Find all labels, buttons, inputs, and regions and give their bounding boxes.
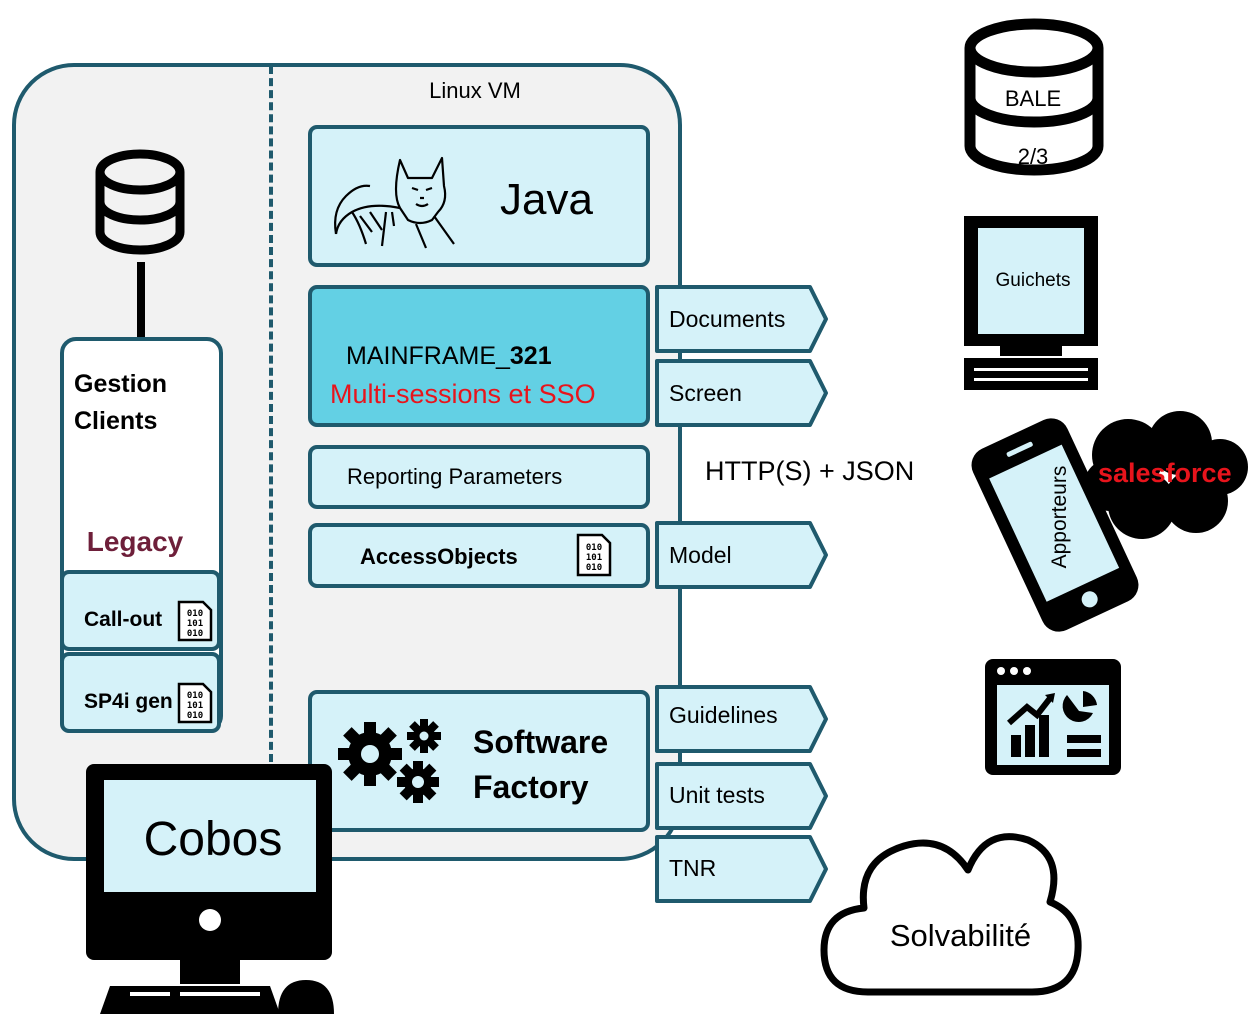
bale-label: BALE: [1004, 86, 1062, 111]
solvabilite-cloud-icon: [820, 833, 1082, 996]
svg-text:101: 101: [586, 553, 602, 563]
tag-guidelines[interactable]: Guidelines: [669, 702, 778, 728]
binary-file-icon: 010 101 010: [177, 682, 213, 724]
tag-tnr[interactable]: TNR: [669, 855, 717, 881]
tomcat-icon: [334, 156, 455, 249]
reporting-parameters-label: Reporting Parameters: [347, 464, 563, 489]
mainframe-name-prefix: MAINFRAME_: [346, 342, 510, 370]
access-objects-label: AccessObjects: [360, 544, 518, 569]
dashboard-icon: [985, 659, 1121, 775]
tnr-tag-shape: [655, 835, 828, 903]
apporteurs-phone-icon: [971, 418, 1139, 632]
bale-database-icon: [964, 18, 1104, 176]
tag-screen[interactable]: Screen: [669, 380, 742, 406]
binary-file-icon: 010 101 010: [177, 600, 213, 642]
mainframe-box[interactable]: [308, 285, 650, 427]
svg-text:101: 101: [187, 701, 203, 711]
protocol-label: HTTP(S) + JSON: [705, 456, 915, 486]
guidelines-tag-shape: [655, 685, 828, 753]
binary-file-icon: 010 101 010: [576, 533, 612, 577]
solvabilite-label: Solvabilité: [889, 918, 1032, 953]
cobos-computer-icon: [86, 764, 334, 1014]
gears-icon: [338, 719, 441, 803]
sp4i-label: SP4i gen: [84, 690, 173, 713]
vm-divider: [269, 66, 273, 762]
java-label: Java: [500, 175, 593, 224]
reporting-parameters-box[interactable]: [308, 445, 650, 509]
tag-model[interactable]: Model: [669, 542, 732, 568]
software-factory-label: Software Factory: [473, 724, 609, 805]
bale-fraction: 2/3: [1017, 144, 1049, 169]
mainframe-name-number: 321: [509, 342, 552, 370]
model-tag-shape: [655, 521, 828, 589]
salesforce-label: salesforce: [1098, 458, 1232, 488]
apporteurs-label: Apporteurs: [1048, 465, 1071, 569]
vm-label: Linux VM: [429, 78, 521, 103]
guichets-terminal-icon: [964, 216, 1098, 390]
legacy-database-icon: [95, 149, 185, 255]
salesforce-cloud-icon: [1084, 411, 1248, 539]
mainframe-name: MAINFRAME_321: [346, 342, 552, 371]
svg-text:010: 010: [586, 563, 602, 573]
svg-text:010: 010: [187, 711, 203, 721]
tag-documents[interactable]: Documents: [669, 306, 786, 332]
svg-text:010: 010: [586, 543, 602, 553]
mainframe-subtitle: Multi-sessions et SSO: [330, 379, 596, 409]
tag-unit-tests[interactable]: Unit tests: [669, 782, 765, 808]
svg-text:010: 010: [187, 691, 203, 701]
legacy-label: Legacy: [86, 526, 184, 557]
svg-text:101: 101: [187, 619, 203, 629]
unit-tests-tag-shape: [655, 762, 828, 830]
callout-label: Call-out: [84, 608, 163, 631]
guichets-label: Guichets: [995, 270, 1071, 291]
database-connector: [137, 262, 145, 339]
documents-tag-shape: [655, 285, 828, 353]
svg-text:010: 010: [187, 629, 203, 639]
screen-tag-shape: [655, 359, 828, 427]
gestion-clients-title: Gestion Clients: [74, 370, 168, 435]
svg-text:010: 010: [187, 609, 203, 619]
cobos-label: Cobos: [143, 813, 283, 866]
